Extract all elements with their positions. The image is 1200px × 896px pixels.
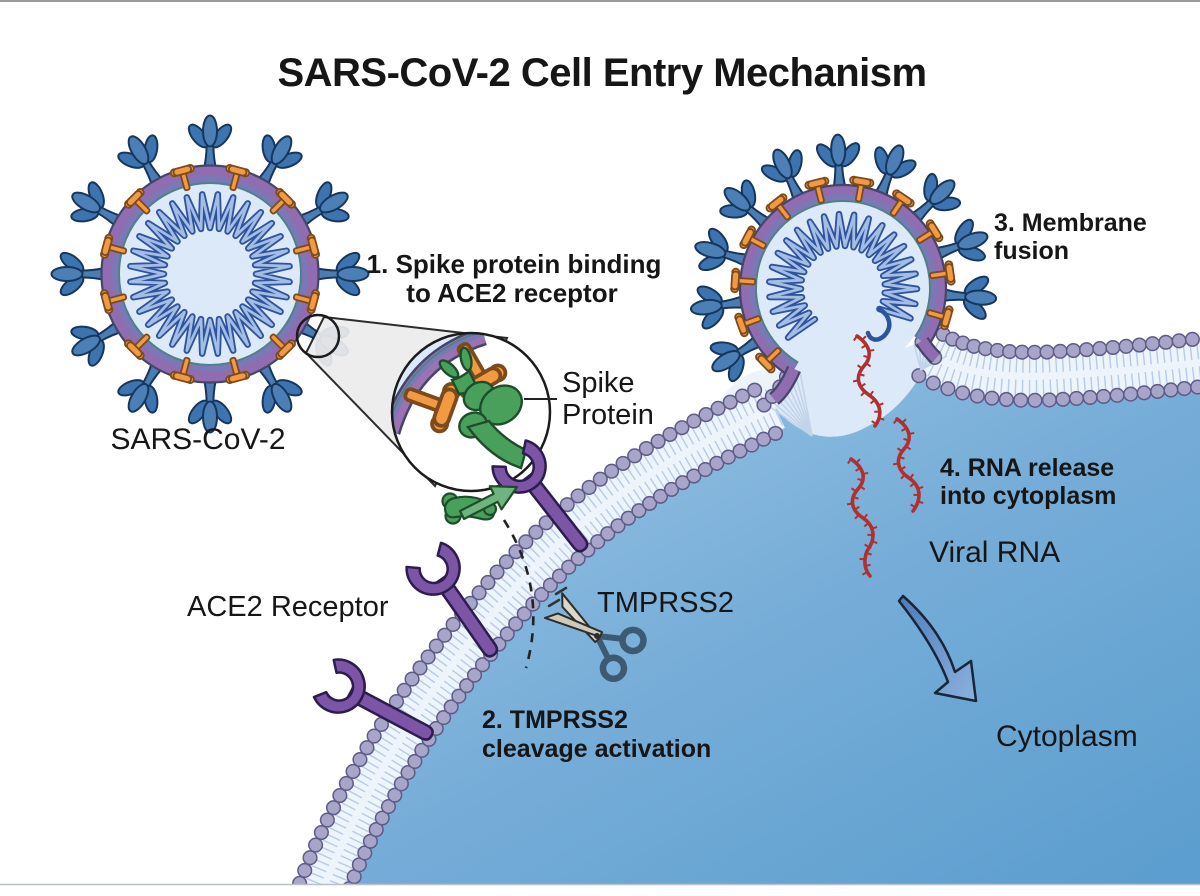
viral-rna-coil <box>127 191 293 357</box>
step1-label-line2: to ACE2 receptor <box>406 278 617 308</box>
step4-label-line2: into cytoplasm <box>940 482 1116 510</box>
spike-protein-zoomed <box>438 346 528 470</box>
step1-label-line1: 1. Spike protein binding <box>367 249 662 279</box>
curved-arrow-icon <box>897 594 978 703</box>
scissors-icon <box>543 586 647 683</box>
cleavage-trajectory-dashed-line <box>502 519 535 669</box>
viral-rna-label: Viral RNA <box>929 536 1060 569</box>
ace2-receptor-label: ACE2 Receptor <box>187 591 389 623</box>
labels: SARS-CoV-2 Cell Entry Mechanism 1. Spike… <box>110 51 1146 763</box>
cytoplasm-label: Cytoplasm <box>996 720 1138 753</box>
virus-particle-free <box>50 114 370 434</box>
activation-arrow-icon <box>458 485 519 521</box>
cytoplasm-region <box>322 355 1200 896</box>
cell-membrane-right <box>911 326 1200 408</box>
page-title: SARS-CoV-2 Cell Entry Mechanism <box>277 51 926 95</box>
top-frame-line <box>0 0 1200 2</box>
step3-label-line2: fusion <box>994 237 1069 265</box>
viral-rna-coil <box>766 210 921 341</box>
virus-particle-fused <box>686 132 999 405</box>
spike-protein-label-line2: Protein <box>562 399 654 431</box>
step2-label-line1: 2. TMPRSS2 <box>482 706 628 734</box>
viral-rna-strands <box>846 334 924 578</box>
virus-label: SARS-CoV-2 <box>110 423 285 456</box>
spike-protein-label-line1: Spike <box>562 367 635 399</box>
step3-label-line1: 3. Membrane <box>994 209 1147 237</box>
bottom-margin <box>0 884 1200 896</box>
step4-label-line1: 4. RNA release <box>940 454 1114 482</box>
tmprss2-label: TMPRSS2 <box>597 587 734 619</box>
step2-label-line2: cleavage activation <box>482 735 711 763</box>
